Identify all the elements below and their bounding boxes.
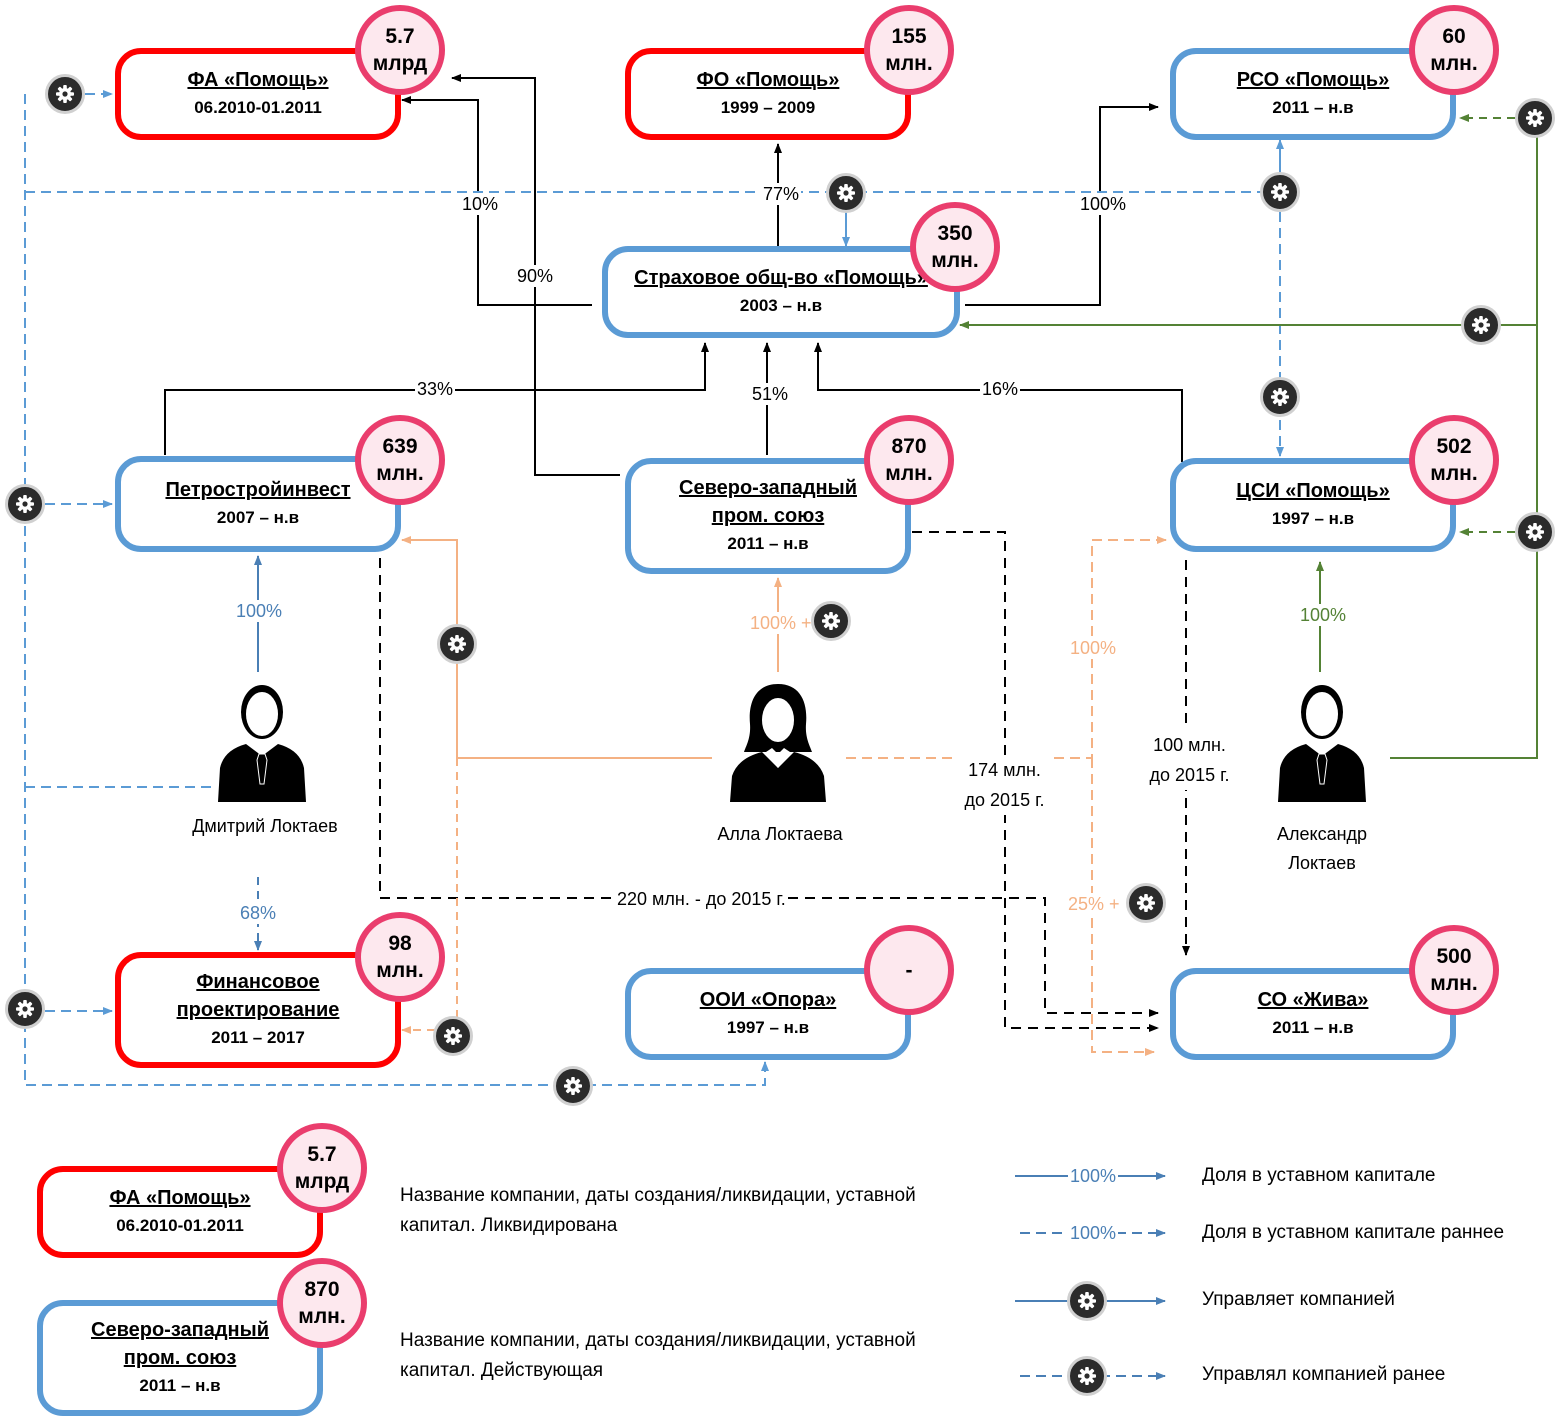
gear-icon [811,601,851,641]
company-dates: 2007 – н.в [216,508,300,527]
loan-petro-so [379,558,1159,1017]
company-name: ООИ «Опора» [699,989,837,1011]
line-alex-trunk [1390,118,1538,759]
person-icon [728,680,828,802]
label-share-alex-csi: 100% [1298,604,1349,626]
company-name: СО «Жива» [1257,989,1369,1011]
label-loan-petro-so: 220 млн. - до 2015 г. [615,888,788,910]
legend-capital-badge: 870 млн. [277,1258,367,1348]
company-szps: Северо-западный пром. союз 2011 – н.в [625,458,911,574]
capital-badge-szps: 870 млн. [864,415,954,505]
legend-desc-liquidated: Название компании, даты создания/ликвида… [400,1185,916,1236]
company-dates: 2011 – 2017 [211,1028,305,1047]
label-loan-csi-so: 100 млн. до 2015 г. [1140,730,1239,790]
label-share-insurance-fo: 77% [761,183,802,205]
label-share-szps-fa: 90% [515,265,556,287]
company-name: Финансовое проектирование [176,971,340,1021]
capital-badge-petro: 639 млн. [355,415,445,505]
gear-icon [1067,1356,1107,1396]
company-dates: 1997 – н.в [726,1018,810,1037]
legend-company-name: Северо-западный пром. союз [91,1319,269,1369]
company-name: ЦСИ «Помощь» [1236,480,1390,502]
gear-icon [5,989,45,1029]
legend-company-dates: 2011 – н.в [139,1376,221,1395]
dash-alla-so [1091,758,1155,1056]
company-dates: 2011 – н.в [1272,1018,1354,1037]
gear-icon [1515,98,1555,138]
label-share-insurance-rso: 100% [1078,193,1129,215]
company-dates: 2011 – н.в [727,534,809,553]
person-name-dmitry: Дмитрий Локтаев [185,812,345,841]
capital-badge-fa: 5.7 млрд [355,5,445,95]
person-icon [212,680,312,802]
label-share-alla-szps: 100% + [748,612,814,634]
company-csi: ЦСИ «Помощь» 1997 – н.в [1170,458,1456,552]
company-dates: 1997 – н.в [1271,509,1355,528]
label-share-insurance-fa: 10% [460,193,501,215]
gear-icon [1260,377,1300,417]
capital-badge-csi: 502 млн. [1409,415,1499,505]
gear-icon [45,74,85,114]
gear-icon [553,1066,593,1106]
label-share-alla-csi: 100% [1068,637,1119,659]
label-share-alla-so: 25% + [1066,893,1122,915]
legend-desc-active: Название компании, даты создания/ликвида… [400,1330,916,1381]
capital-badge-ooi: - [864,925,954,1015]
capital-badge-finproj: 98 млн. [355,912,445,1002]
company-name: Северо-западный пром. союз [679,477,857,527]
gear-icon [433,1016,473,1056]
gear-icon [1067,1281,1107,1321]
gear-icon [1461,305,1501,345]
dash-left-trunk [24,94,769,1086]
legend-capital-badge: 5.7 млрд [277,1123,367,1213]
gear-icon [437,624,477,664]
gear-icon [826,173,866,213]
company-name: Страховое общ-во «Помощь» [634,267,928,289]
company-name: ФА «Помощь» [187,69,329,91]
gear-icon [1515,512,1555,552]
legend-share-past-label: 100% [1068,1222,1119,1244]
legend-share-label: 100% [1068,1165,1119,1187]
company-name: Петростройинвест [165,479,351,501]
legend-box-active: Северо-западный пром. союз 2011 – н.в [37,1300,323,1416]
legend-company-name: ФА «Помощь» [109,1187,251,1209]
capital-badge-insurance: 350 млн. [910,202,1000,292]
capital-badge-rso: 60 млн. [1409,5,1499,95]
company-fa: ФА «Помощь» 06.2010-01.2011 [115,48,401,140]
gear-icon [5,484,45,524]
label-share-szps-insurance: 51% [750,383,791,405]
person-name-alla: Алла Локтаева [700,820,860,849]
company-dates: 2011 – н.в [1272,98,1354,117]
gear-icon [1260,172,1300,212]
legend-text-manage: Управляет компанией [1202,1289,1395,1310]
label-share-csi-insurance: 16% [980,378,1021,400]
company-finproj: Финансовое проектирование 2011 – 2017 [115,952,401,1068]
company-dates: 06.2010-01.2011 [194,98,322,117]
label-share-dmitry-petro: 100% [234,600,285,622]
company-dates: 2003 – н.в [739,296,823,315]
legend-text-manage-past: Управлял компанией ранее [1202,1364,1446,1385]
gear-icon [1126,883,1166,923]
company-insurance: Страховое общ-во «Помощь» 2003 – н.в [602,246,960,338]
label-loan-szps-so: 174 млн. до 2015 г. [955,755,1054,815]
person-icon [1272,680,1372,802]
label-share-petro-insurance: 33% [415,378,456,400]
legend-text-share-past: Доля в уставном капитале раннее [1202,1222,1505,1243]
legend-company-dates: 06.2010-01.2011 [116,1216,244,1235]
legend-text-share: Доля в уставном капитале [1202,1165,1436,1186]
company-so: СО «Жива» 2011 – н.в [1170,968,1456,1060]
capital-badge-fo: 155 млн. [864,5,954,95]
company-dates: 1999 – 2009 [720,98,816,117]
company-name: ФО «Помощь» [696,69,840,91]
capital-badge-so: 500 млн. [1409,925,1499,1015]
company-rso: РСО «Помощь» 2011 – н.в [1170,48,1456,140]
person-name-alexander: Александр Локтаев [1242,820,1402,878]
company-petro: Петростройинвест 2007 – н.в [115,456,401,552]
company-name: РСО «Помощь» [1236,69,1390,91]
line-insurance-rso [965,103,1159,306]
label-share-dmitry-finproj: 68% [238,902,279,924]
